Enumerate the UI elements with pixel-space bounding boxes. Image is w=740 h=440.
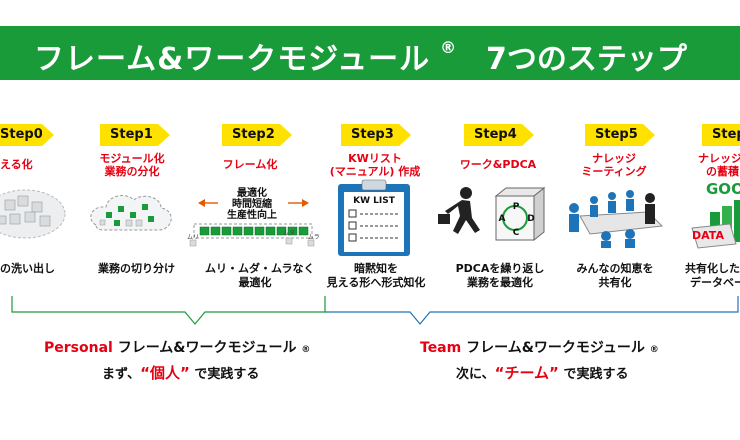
title-sub: 7つのステップ	[486, 42, 687, 77]
title-main: フレーム&ワークモジュール®	[34, 38, 458, 77]
step4-tag: Step4	[464, 124, 534, 146]
step3-board-title: KW LIST	[353, 196, 395, 206]
personal-subtitle: まず、“個人” で実践する	[102, 364, 260, 382]
pdca-c: C	[512, 228, 520, 238]
step4-runner-icon	[438, 187, 480, 234]
phase-brackets	[11, 296, 739, 325]
step5-footer-l1: みんなの知恵を	[576, 262, 654, 275]
step4-footer-l1: PDCAを繰り返し	[455, 262, 545, 275]
pdca-p: P	[512, 202, 520, 212]
step1-footer: 業務の切り分け	[98, 262, 175, 275]
step0-cloud-illustration	[0, 189, 66, 239]
step4-heading: ワーク&PDCA	[459, 158, 537, 171]
title-banner: フレーム&ワークモジュール® 7つのステップ	[0, 26, 740, 80]
step6-heading-l1: ナレッジシ	[698, 152, 740, 165]
step6-data-label: DATA	[692, 229, 724, 242]
step5-tag: Step5	[585, 124, 655, 146]
step4-footer-l2: 業務を最適化	[467, 276, 533, 289]
step1-tag: Step1	[100, 124, 170, 146]
step2-block-row	[189, 223, 315, 247]
step2-muda-label: ムダ	[283, 230, 296, 237]
team-title: Team フレーム&ワークモジュール ®	[420, 340, 659, 356]
step2-footer-l2: 最適化	[238, 276, 272, 289]
personal-title: Personal フレーム&ワークモジュール ®	[44, 340, 311, 356]
registered-mark: ®	[440, 38, 458, 57]
step1-heading-l1: モジュール化	[99, 152, 165, 165]
step0-tag: Step0	[0, 124, 54, 146]
step6-data-chart	[691, 200, 740, 249]
step2-heading: フレーム化	[222, 158, 278, 171]
step5-footer-l2: 共有化	[598, 276, 632, 289]
step5-heading-l1: ナレッジ	[592, 152, 636, 165]
step3-footer-l1: 暗黙知を	[354, 262, 398, 275]
step2-optim-l3: 生産性向上	[227, 210, 277, 221]
step5-meeting-illustration	[569, 190, 664, 248]
step6-tag: Step	[702, 124, 740, 146]
team-subtitle: 次に、“チーム” で実践する	[456, 364, 629, 382]
step4-pdca-cube	[494, 186, 546, 242]
step2-arrows	[198, 199, 309, 207]
step2-tag: Step2	[222, 124, 292, 146]
step3-clipboard-illustration	[338, 179, 410, 256]
step6-footer-l1: 共有化したナ	[685, 262, 740, 275]
pdca-d: D	[527, 214, 535, 224]
step1-heading-l2: 業務の分化	[104, 165, 160, 178]
step6-good-label: GOO	[706, 180, 740, 198]
step2-optim-l2: 時間短縮	[232, 199, 272, 210]
step3-heading-l1: KWリスト	[348, 152, 402, 165]
step0-heading: える化	[0, 158, 33, 171]
step6-footer-l2: データベース	[690, 276, 740, 289]
pdca-a: A	[498, 214, 506, 224]
step0-footer: の洗い出し	[0, 262, 55, 275]
step1-cloud-illustration	[90, 195, 172, 231]
step3-tag: Step3	[341, 124, 411, 146]
step6-heading-l2: の蓄積	[706, 165, 739, 178]
step5-heading-l2: ミーティング	[581, 165, 647, 178]
step2-footer-l1: ムリ・ムダ・ムラなく	[205, 262, 315, 275]
step3-footer-l2: 見える形へ形式知化	[326, 276, 426, 289]
step2-optim-l1: 最適化	[237, 188, 267, 199]
step2-mura-label: ムラ	[308, 234, 320, 241]
step2-muri-label: ムリ	[187, 234, 200, 241]
step3-heading-l2: (マニュアル) 作成	[329, 165, 421, 178]
